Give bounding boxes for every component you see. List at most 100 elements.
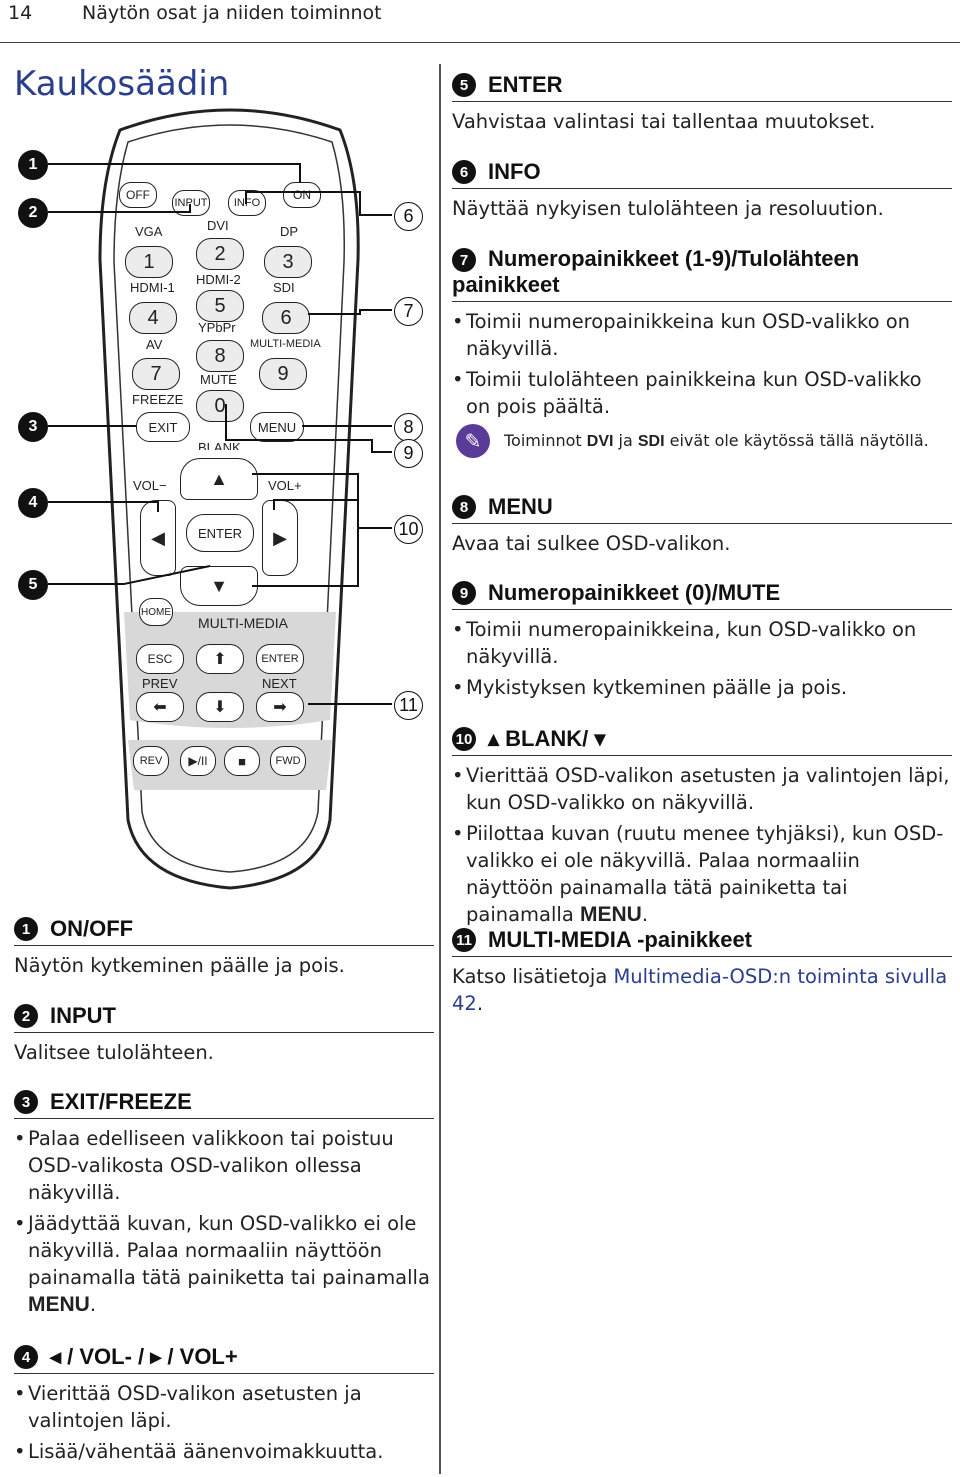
off-button[interactable]: OFF [119, 182, 157, 208]
section-menu: 8 MENU Avaa tai sulkee OSD-valikon. [452, 494, 952, 557]
left-vol-minus-button[interactable]: ◀ [140, 500, 176, 576]
section-vol: 4 ◂ / VOL- / ▸ / VOL+ Vierittää OSD-valik… [14, 1344, 434, 1469]
section-number: 8 [452, 495, 476, 519]
number-1-button[interactable]: 1 [125, 246, 173, 278]
prev-button[interactable]: ⬅ [136, 692, 184, 722]
section-title: ◂ / VOL- / ▸ / VOL+ [50, 1344, 238, 1369]
vol-plus-label: VOL+ [268, 478, 302, 493]
page-header: 14 Näytön osat ja niiden toiminnot [0, 0, 960, 43]
callout-lines [48, 163, 392, 705]
callout-2: 2 [18, 198, 48, 228]
callout-6: 6 [394, 202, 423, 231]
number-3-button[interactable]: 3 [264, 246, 312, 278]
blank-label: BLANK [198, 440, 241, 450]
up-blank-button[interactable]: ▲ [180, 458, 258, 500]
down-multimedia-button[interactable]: ⬇ [196, 692, 244, 722]
down-arrow-icon: ▼ [210, 575, 228, 596]
section-title: ENTER [488, 72, 563, 97]
section-number: 3 [14, 1090, 38, 1114]
section-title: ▴ BLANK/ ▾ [488, 726, 606, 751]
section-number: 7 [452, 248, 476, 273]
bullet-item: Piilottaa kuvan (ruutu menee tyhjäksi), … [452, 820, 952, 928]
esc-button[interactable]: ESC [136, 644, 184, 674]
dp-label: DP [280, 224, 299, 239]
section-blank: 10 ▴ BLANK/ ▾ Vierittää OSD-valikon asetu… [452, 726, 952, 932]
number-5-button[interactable]: 5 [196, 290, 244, 322]
section-title: Numeropainikkeet (1-9)/Tulolähteen paini… [452, 246, 860, 298]
desc-period: . [476, 992, 484, 1015]
next-label: NEXT [262, 676, 297, 691]
callout-8: 8 [394, 413, 423, 442]
section-number: 1 [14, 917, 38, 941]
number-2-button[interactable]: 2 [196, 238, 244, 270]
note-post: eivät ole käytössä tällä näytöllä. [669, 431, 929, 451]
fwd-button[interactable]: FWD [270, 746, 306, 776]
callout-3: 3 [18, 412, 48, 442]
section-description: Näyttää nykyisen tulolähteen ja resoluut… [452, 197, 884, 220]
section-title: INPUT [50, 1003, 116, 1028]
multimedia-small-label: MULTI-MEDIA [250, 338, 321, 350]
stop-button[interactable]: ■ [224, 746, 260, 776]
section-number: 4 [14, 1345, 38, 1369]
bullet-text: Jäädyttää kuvan, kun OSD-valikko ei ole … [28, 1212, 430, 1289]
section-title: INFO [488, 159, 541, 184]
chapter-title: Näytön osat ja niiden toiminnot [82, 2, 382, 24]
section-title: ON/OFF [50, 916, 134, 941]
callout-7: 7 [394, 297, 423, 326]
section-description: Näytön kytkeminen päälle ja pois. [14, 954, 345, 977]
number-9-button[interactable]: 9 [259, 358, 307, 390]
exit-button[interactable]: EXIT [136, 412, 190, 442]
note: ✎ Toiminnot DVI ja SDI eivät ole käytöss… [452, 424, 952, 459]
av-label: AV [146, 337, 163, 352]
next-button[interactable]: ➡ [256, 692, 304, 722]
callout-10: 10 [394, 515, 423, 544]
bullet-item: Toimii tulolähteen painikkeina kun OSD-v… [452, 366, 952, 420]
up-multimedia-button[interactable]: ⬆ [196, 644, 244, 674]
bullet-item: Toimii numeropainikkeina, kun OSD-valikk… [452, 616, 952, 670]
left-arrow-icon: ◀ [151, 527, 165, 548]
home-button[interactable]: HOME [139, 598, 173, 626]
callout-9: 9 [394, 439, 423, 468]
section-title: MENU [488, 494, 553, 519]
number-6-button[interactable]: 6 [262, 302, 310, 334]
enter-multimedia-button[interactable]: ENTER [256, 644, 304, 674]
section-title: EXIT/FREEZE [50, 1089, 192, 1114]
section-header: 3 EXIT/FREEZE [14, 1089, 434, 1119]
number-8-button[interactable]: 8 [196, 340, 244, 372]
number-0-button[interactable]: 0 [196, 390, 244, 422]
callout-1: 1 [18, 150, 48, 180]
number-7-button[interactable]: 7 [132, 358, 180, 390]
note-sdi: SDI [637, 433, 665, 451]
section-number: 2 [14, 1004, 38, 1028]
dvi-label: DVI [207, 218, 229, 233]
bullet-item: Jäädyttää kuvan, kun OSD-valikko ei ole … [14, 1210, 434, 1318]
section-header: 1 ON/OFF [14, 916, 434, 946]
number-4-button[interactable]: 4 [129, 302, 177, 334]
right-arrow-icon: ▶ [273, 527, 287, 548]
section-description: Valitsee tulolähteen. [14, 1041, 214, 1064]
section-description: Katso lisätietoja Multimedia-OSD:n toimi… [452, 963, 952, 1017]
section-number: 10 [452, 727, 476, 751]
input-button[interactable]: INPUT [172, 190, 210, 216]
section-header: 2 INPUT [14, 1003, 434, 1033]
bullet-item: Vierittää OSD-valikon asetusten ja valin… [452, 762, 952, 816]
mute-label: MUTE [200, 372, 237, 387]
enter-button[interactable]: ENTER [186, 514, 254, 552]
section-header: 10 ▴ BLANK/ ▾ [452, 726, 952, 756]
callout-5: 5 [18, 570, 48, 600]
rev-button[interactable]: REV [133, 746, 169, 776]
left-arrow-icon: ⬅ [153, 699, 167, 716]
section-description: Vahvistaa valintasi tai tallentaa muutok… [452, 110, 876, 133]
section-description: Avaa tai sulkee OSD-valikon. [452, 532, 731, 555]
stop-icon: ■ [238, 753, 246, 769]
multimedia-osd-link[interactable]: Multimedia-OSD:n toiminta sivulla 42 [452, 965, 948, 1015]
play-pause-button[interactable]: ▶/II [180, 746, 216, 776]
bullet-item: Vierittää OSD-valikon asetusten ja valin… [14, 1380, 434, 1434]
up-arrow-icon: ⬆ [213, 651, 227, 668]
multimedia-label: MULTI-MEDIA [198, 615, 288, 631]
hdmi2-label: HDMI-2 [196, 272, 241, 287]
